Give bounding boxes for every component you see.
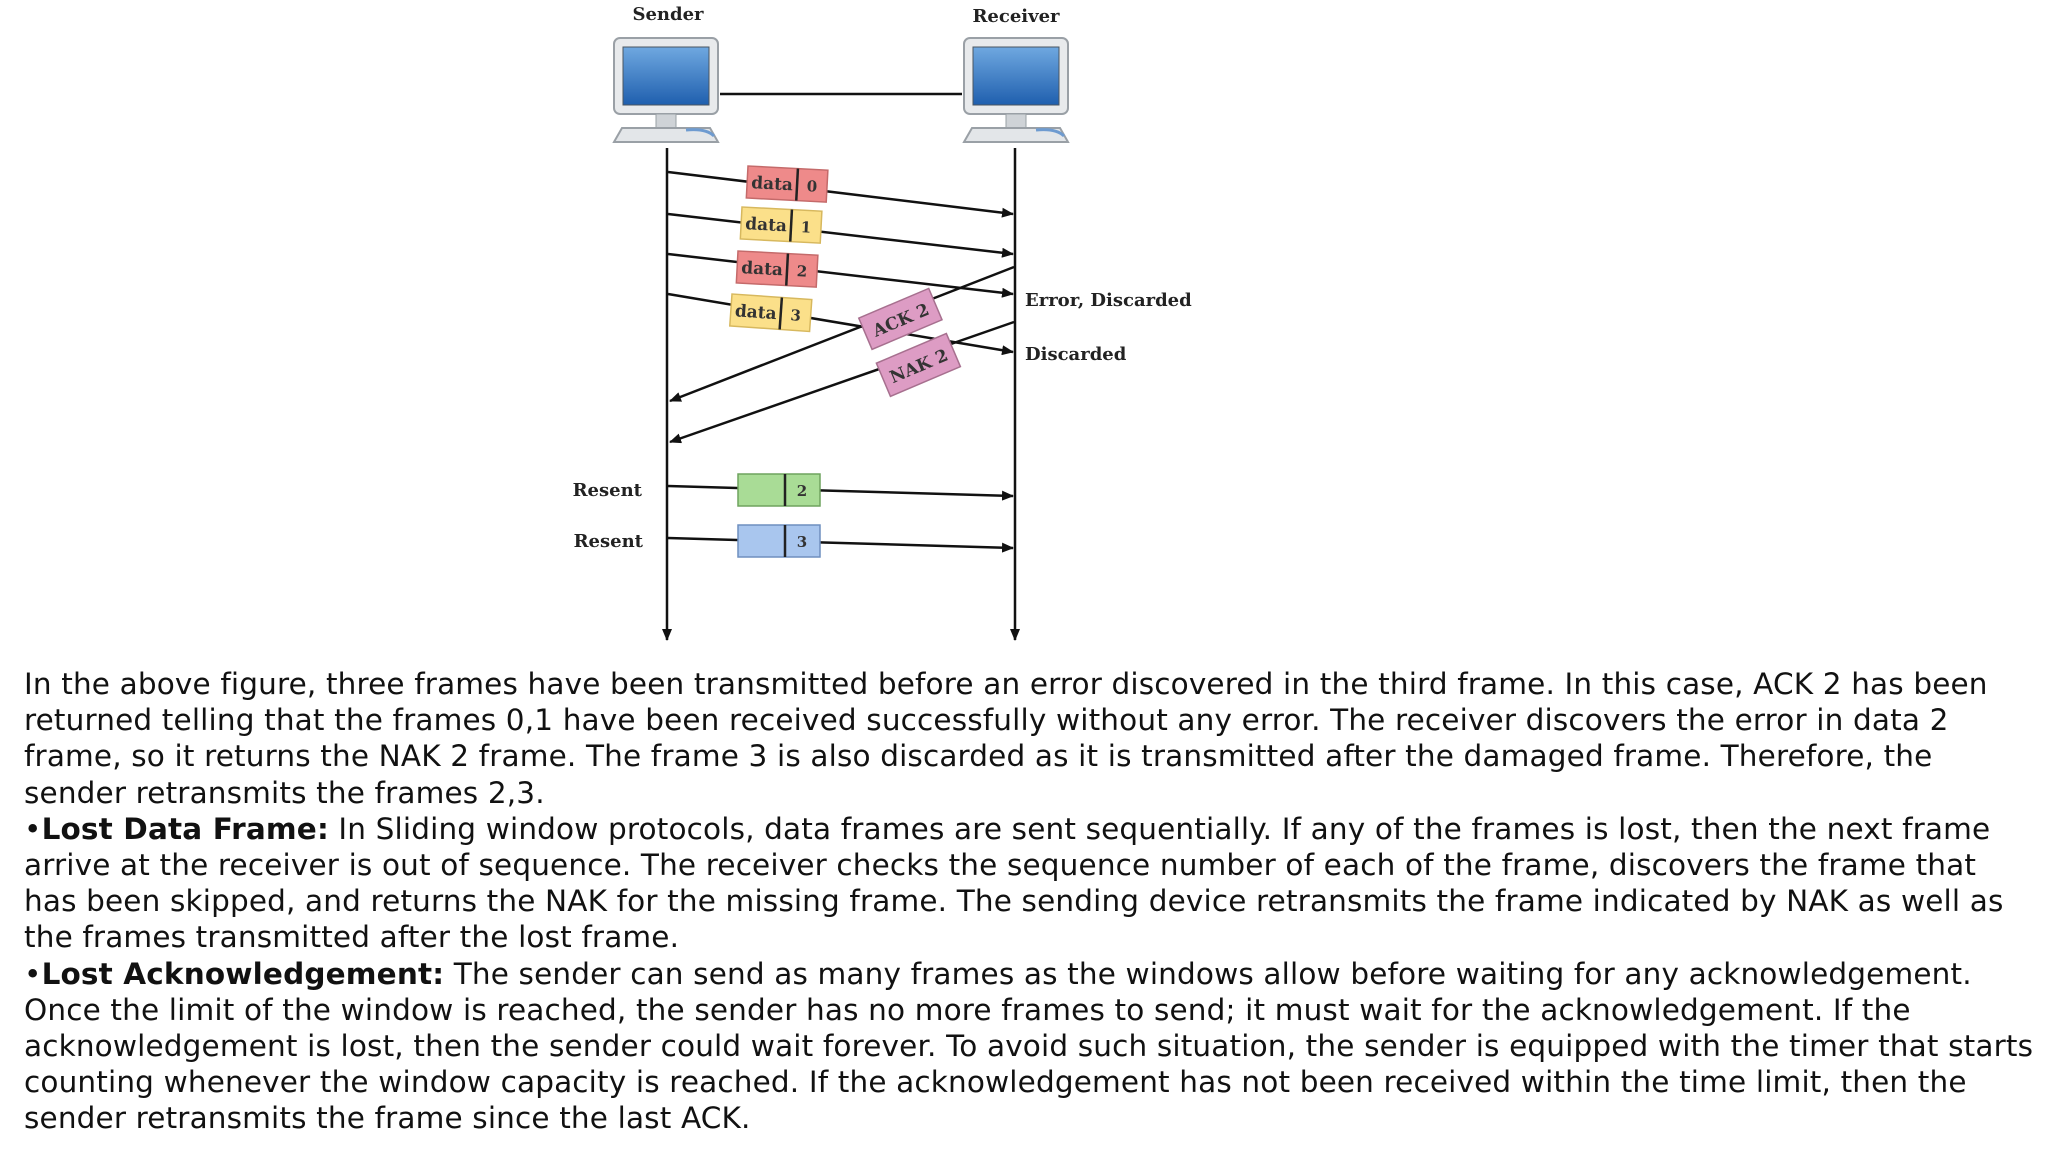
frame-1-word: data (745, 214, 788, 236)
sender-label: Sender (632, 4, 704, 25)
receiver-label: Receiver (972, 6, 1060, 27)
lost-ack-body: The sender can send as many frames as th… (24, 956, 2034, 1136)
lost-ack-title: Lost Acknowledgement: (41, 956, 445, 991)
receiver-computer-icon (962, 37, 1070, 143)
bullet: • (24, 811, 42, 846)
resent-frame-3-num: 3 (797, 533, 807, 551)
frame-0-num: 0 (806, 177, 817, 196)
sender-computer-icon (612, 37, 720, 143)
data-frame-2: data 2 (735, 250, 819, 288)
resent-frame-2: 2 (737, 473, 821, 507)
frame-0-word: data (751, 173, 794, 195)
lost-ack-paragraph: •Lost Acknowledgement: The sender can se… (24, 956, 2034, 1137)
resent-frame-2-num: 2 (797, 482, 807, 500)
intro-paragraph: In the above figure, three frames have b… (24, 667, 1988, 810)
data-frame-3: data 3 (728, 293, 813, 333)
bullet: • (24, 956, 42, 991)
resent-3-arrow (667, 536, 1014, 553)
explanation-text: In the above figure, three frames have b… (24, 666, 2034, 1137)
lost-data-frame-title: Lost Data Frame: (41, 811, 329, 846)
lost-data-frame-body: In Sliding window protocols, data frames… (24, 811, 2004, 955)
resent-frame-3: 3 (737, 524, 821, 558)
resent-label-1: Resent (573, 480, 643, 501)
frame-3-arrow (667, 292, 1014, 356)
lost-data-frame-paragraph: •Lost Data Frame: In Sliding window prot… (24, 811, 2034, 956)
nak-2-arrow (669, 320, 1015, 444)
frame-2-arrow (667, 252, 1014, 298)
sliding-window-diagram: Sender Receiver data 0 data 1 (573, 4, 1192, 641)
frame-1-arrow (667, 212, 1014, 258)
frame-3-word: data (734, 301, 777, 324)
discarded-note: Discarded (1025, 344, 1127, 365)
frame-3-num: 3 (790, 306, 802, 325)
error-discarded-note: Error, Discarded (1025, 290, 1192, 311)
frame-0-arrow (667, 170, 1014, 218)
frame-1-num: 1 (800, 218, 811, 237)
ack-2-arrow (669, 265, 1015, 403)
data-frame-0: data 0 (745, 165, 829, 203)
resent-2-arrow (667, 484, 1014, 501)
resent-label-2: Resent (574, 531, 644, 552)
data-frame-1: data 1 (739, 206, 823, 244)
frame-2-num: 2 (796, 262, 807, 281)
frame-2-word: data (741, 258, 784, 280)
